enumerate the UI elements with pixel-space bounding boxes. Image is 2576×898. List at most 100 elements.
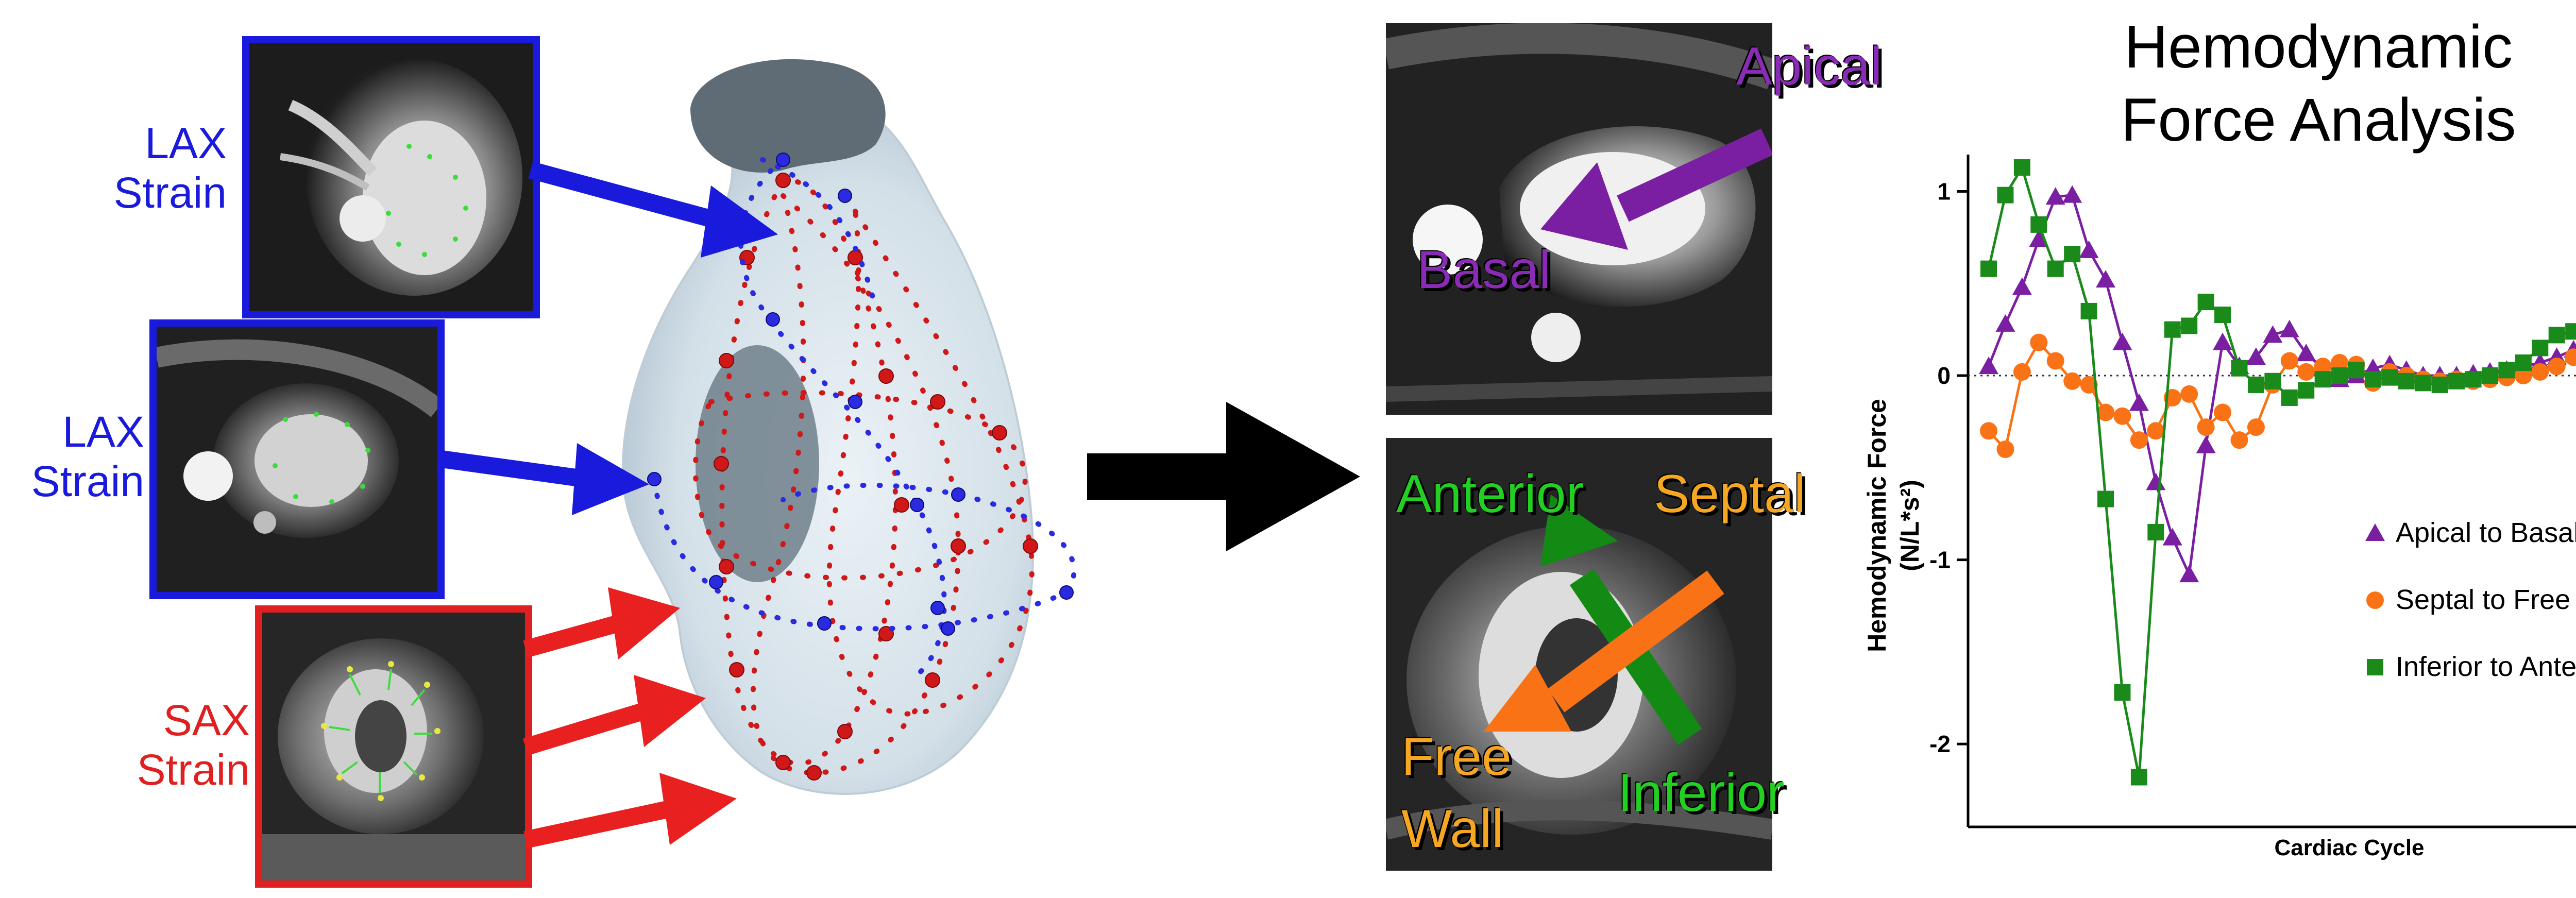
data-point xyxy=(1997,187,2014,204)
data-point xyxy=(2029,229,2049,247)
blue-arrow-1 xyxy=(528,161,778,258)
data-point xyxy=(2130,431,2148,449)
data-point xyxy=(2114,684,2131,701)
data-point xyxy=(2097,403,2115,421)
data-point xyxy=(2181,317,2198,334)
sax-strain-label: SAX Strain xyxy=(118,696,250,794)
y-tick-label: 0 xyxy=(1937,362,1951,389)
data-point xyxy=(2263,325,2283,343)
data-point xyxy=(2230,431,2248,449)
data-point xyxy=(2162,528,2182,546)
data-point xyxy=(2481,367,2498,384)
legend-item: Septal to Free Wall xyxy=(2366,584,2576,615)
data-point xyxy=(1979,357,1998,375)
y-tick-label: 1 xyxy=(1937,178,1951,205)
legend-label: Septal to Free Wall xyxy=(2396,584,2576,615)
anterior-label: Anterior xyxy=(1396,464,1584,524)
data-point xyxy=(2013,363,2031,381)
data-point xyxy=(2279,319,2299,337)
data-point xyxy=(1980,260,1997,277)
data-point xyxy=(1995,314,2015,332)
data-point xyxy=(2314,358,2332,376)
red-arrow-2 xyxy=(523,675,706,756)
input-image-lax-1 xyxy=(242,36,540,318)
legend-item: Inferior to Anterior xyxy=(2367,651,2576,682)
data-point xyxy=(2063,372,2081,390)
lax-label-2-line2: Strain xyxy=(31,457,144,505)
data-point xyxy=(2415,375,2432,392)
lax-label-1-line2: Strain xyxy=(113,168,227,217)
data-point xyxy=(2548,358,2566,376)
data-point xyxy=(2515,354,2532,371)
sax-label-line2: Strain xyxy=(137,745,250,794)
data-point xyxy=(2096,270,2116,288)
legend-label: Inferior to Anterior xyxy=(2396,651,2576,682)
data-point xyxy=(2112,332,2132,350)
free-label: Free xyxy=(1401,727,1512,787)
data-point xyxy=(2532,340,2549,357)
heart-model-diagram xyxy=(621,59,1077,795)
data-point xyxy=(2030,333,2048,351)
data-point xyxy=(2314,371,2331,388)
data-point xyxy=(2366,591,2384,609)
data-point xyxy=(2062,185,2082,203)
red-arrow-3 xyxy=(523,773,737,849)
data-point xyxy=(2097,490,2114,507)
lax-label-1-line1: LAX xyxy=(145,119,227,167)
blue-sample-beads xyxy=(647,153,1074,636)
data-point xyxy=(2013,159,2030,176)
data-point xyxy=(2231,360,2248,377)
data-point xyxy=(2365,523,2385,541)
legend-label: Apical to Basal xyxy=(2396,517,2576,548)
data-point xyxy=(2147,422,2165,440)
y-tick-label: -1 xyxy=(1929,547,1951,573)
chart-series xyxy=(1979,159,2576,786)
data-point xyxy=(2297,363,2315,381)
short-axis-force-arrows xyxy=(1484,495,1724,745)
inner-chamber xyxy=(696,345,819,582)
apical-label: Apical xyxy=(1736,37,1883,96)
data-point xyxy=(2367,659,2383,675)
sax-label-line1: SAX xyxy=(163,696,250,744)
data-point xyxy=(2047,260,2064,277)
lax-strain-label-2: LAX Strain xyxy=(10,407,144,506)
inferior-label: Inferior xyxy=(1618,763,1785,823)
data-point xyxy=(2214,307,2231,324)
vessel-cap xyxy=(690,59,886,173)
data-point xyxy=(2113,407,2131,425)
data-point xyxy=(2548,327,2565,344)
data-point xyxy=(2465,371,2482,388)
lax-1-mri-image xyxy=(249,43,533,311)
data-point xyxy=(2431,376,2448,393)
data-point xyxy=(2331,367,2348,384)
data-point xyxy=(2064,246,2081,263)
data-point xyxy=(2130,769,2147,786)
basal-label: Basal xyxy=(1417,240,1551,300)
red-arrow-1 xyxy=(523,587,680,659)
data-point xyxy=(2079,240,2099,258)
data-point xyxy=(2398,372,2415,389)
data-point xyxy=(2045,187,2065,205)
sax-mri-image xyxy=(262,613,525,880)
y-axis-label: Hemodynamic Force (N/L*s²) xyxy=(1862,399,1924,652)
data-point xyxy=(2196,435,2216,453)
output-arrow xyxy=(1087,402,1360,551)
data-point xyxy=(2179,565,2199,583)
data-point xyxy=(2164,321,2181,338)
lax-2-mri-image xyxy=(155,327,444,592)
data-point xyxy=(2046,352,2064,370)
data-point xyxy=(2364,371,2381,388)
data-point xyxy=(2381,369,2398,386)
data-point xyxy=(2348,362,2365,379)
data-point xyxy=(2180,385,2198,403)
data-point xyxy=(2147,523,2164,540)
chart-title: Hemodynamic Force Analysis xyxy=(1968,10,2576,157)
data-point xyxy=(2531,363,2549,381)
data-point xyxy=(2565,323,2576,340)
series-2 xyxy=(1980,159,2576,786)
data-point xyxy=(2247,418,2265,436)
data-point xyxy=(2080,376,2098,394)
